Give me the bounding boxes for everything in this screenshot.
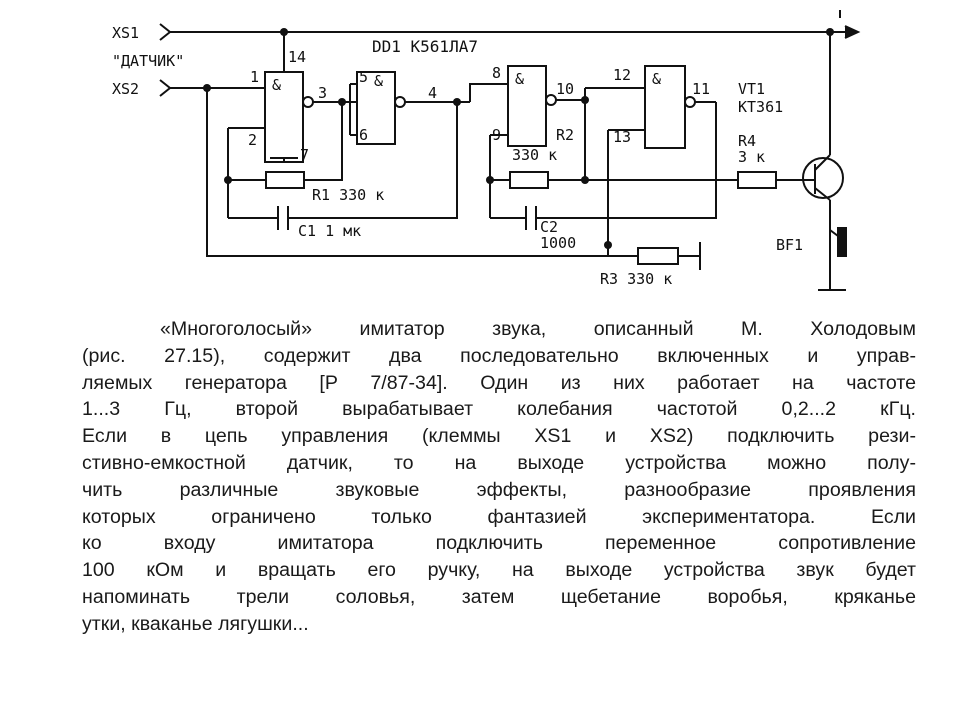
xs1-terminal-symbol bbox=[159, 23, 172, 41]
description-line: чить различные звуковые эффекты, разнооб… bbox=[82, 478, 916, 501]
label-r2-value: 330 к bbox=[512, 146, 557, 164]
pin-9: 9 bbox=[492, 126, 501, 144]
description-line: ляемых генератора [Р 7/87-34]. Один из н… bbox=[82, 371, 916, 394]
resistor-r4 bbox=[737, 171, 777, 189]
label-c1: C1 1 мк bbox=[298, 222, 361, 240]
description-line: (рис. 27.15), содержит два последователь… bbox=[82, 344, 916, 367]
gate-3-symbol: & bbox=[515, 70, 524, 88]
description-line: ко входу имитатора подключить переменное… bbox=[82, 532, 916, 555]
description-line: утки, кваканье лягушки... bbox=[82, 612, 309, 635]
label-vt1-type: КТ361 bbox=[738, 98, 783, 116]
label-r1: R1 330 к bbox=[312, 186, 384, 204]
resistor-r3 bbox=[637, 247, 679, 265]
gate-2 bbox=[356, 71, 396, 145]
pin-8: 8 bbox=[492, 64, 501, 82]
label-r3: R3 330 к bbox=[600, 270, 672, 288]
xs2-terminal-symbol bbox=[159, 79, 172, 97]
label-r2: R2 bbox=[556, 126, 574, 144]
gate-1-symbol: & bbox=[272, 76, 281, 94]
label-bf1: BF1 bbox=[776, 236, 803, 254]
pin-3: 3 bbox=[318, 84, 327, 102]
description-line: напоминать трели соловья, затем щебетани… bbox=[82, 585, 916, 608]
label-xs2: XS2 bbox=[112, 80, 139, 98]
description-line: Если в цепь управления (клеммы XS1 и XS2… bbox=[82, 425, 916, 448]
description-line: которых ограничено только фантазией эксп… bbox=[82, 505, 916, 528]
power-arrow bbox=[844, 25, 861, 39]
resistor-r2 bbox=[509, 171, 549, 189]
pin-6: 6 bbox=[359, 126, 368, 144]
label-sensor: "ДАТЧИК" bbox=[112, 52, 184, 70]
gate-1 bbox=[264, 71, 304, 163]
gate-4 bbox=[644, 65, 686, 149]
pin-4: 4 bbox=[428, 84, 437, 102]
pin-10: 10 bbox=[556, 80, 574, 98]
description-line: «Многоголосый» имитатор звука, описанный… bbox=[160, 318, 916, 340]
pin-2: 2 bbox=[248, 131, 257, 149]
label-chip: DD1 К561ЛА7 bbox=[372, 37, 478, 56]
pin-11: 11 bbox=[692, 80, 710, 98]
pin-5: 5 bbox=[359, 68, 368, 86]
pin-14: 14 bbox=[288, 48, 306, 66]
label-vt1: VT1 bbox=[738, 80, 765, 98]
label-c2: C2 bbox=[540, 218, 558, 236]
description-line: 100 кОм и вращать его ручку, на выходе у… bbox=[82, 559, 916, 582]
transistor-vt1 bbox=[802, 157, 844, 199]
gate-4-symbol: & bbox=[652, 70, 661, 88]
gate-3 bbox=[507, 65, 547, 147]
description-line: 1...3 Гц, второй вырабатывает колебания … bbox=[82, 398, 916, 421]
pin-1: 1 bbox=[250, 68, 259, 86]
label-r4: R4 bbox=[738, 132, 756, 150]
pin-7: 7 bbox=[300, 146, 309, 164]
label-xs1: XS1 bbox=[112, 24, 139, 42]
resistor-r1 bbox=[265, 171, 305, 189]
label-c2-value: 1000 bbox=[540, 234, 576, 252]
description-paragraph: «Многоголосый» имитатор звука, описанный… bbox=[82, 316, 916, 638]
description-line: стивно-емкостной датчик, то на выходе ус… bbox=[82, 451, 916, 474]
pin-12: 12 bbox=[613, 66, 631, 84]
circuit-schematic: XS1 "ДАТЧИК" XS2 DD1 К561ЛА7 & & & & 14 … bbox=[112, 10, 861, 291]
gate-2-symbol: & bbox=[374, 72, 383, 90]
label-r4-value: 3 к bbox=[738, 148, 765, 166]
pin-13: 13 bbox=[613, 128, 631, 146]
speaker-bf1 bbox=[837, 227, 847, 257]
